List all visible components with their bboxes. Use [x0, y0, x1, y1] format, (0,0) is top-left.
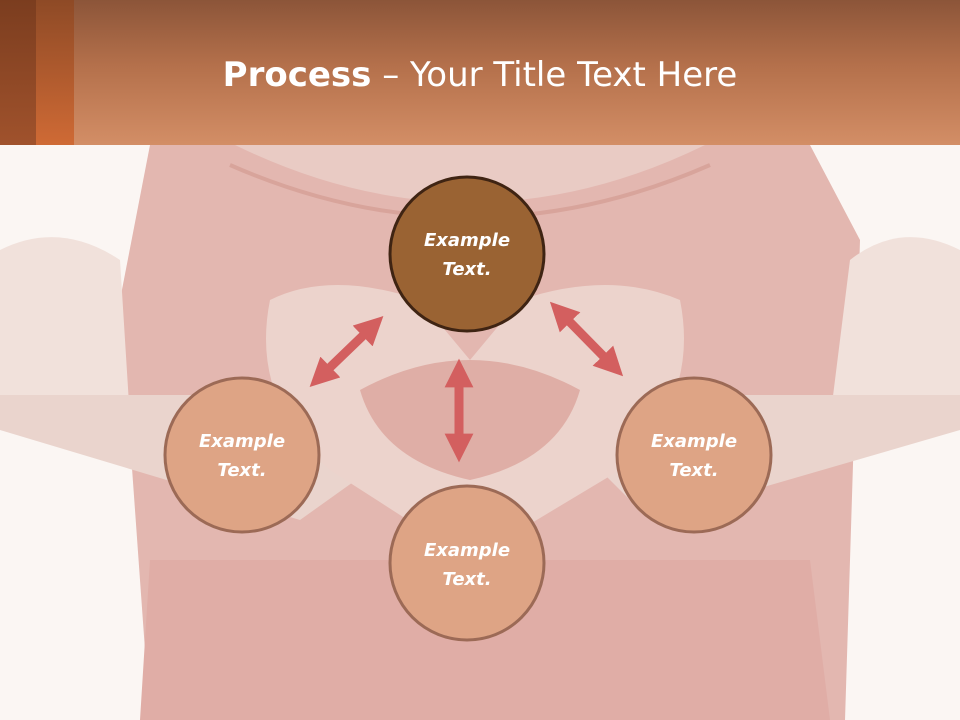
process-node-top[interactable]: Example Text. [388, 175, 546, 333]
node-label-line2: Text. [669, 460, 718, 481]
title-bar: Process – Your Title Text Here [0, 0, 960, 145]
node-label-line1: Example [424, 230, 510, 251]
node-label-line2: Text. [442, 259, 491, 280]
title-bold: Process [222, 55, 372, 95]
title-rest: Your Title Text Here [410, 55, 738, 95]
node-label-line1: Example [199, 431, 285, 452]
accent-bar [36, 0, 74, 145]
process-node-right[interactable]: Example Text. [615, 376, 773, 534]
node-label-line1: Example [424, 540, 510, 561]
node-label-line2: Text. [217, 460, 266, 481]
node-label-line2: Text. [442, 569, 491, 590]
title-separator: – [371, 55, 411, 95]
process-node-left[interactable]: Example Text. [163, 376, 321, 534]
accent-bar [0, 0, 36, 145]
node-label-line1: Example [651, 431, 737, 452]
double-arrow-top-left [309, 316, 384, 387]
process-node-bottom[interactable]: Example Text. [388, 484, 546, 642]
slide-title[interactable]: Process – Your Title Text Here [74, 52, 886, 98]
double-arrow-top-right [549, 301, 624, 377]
